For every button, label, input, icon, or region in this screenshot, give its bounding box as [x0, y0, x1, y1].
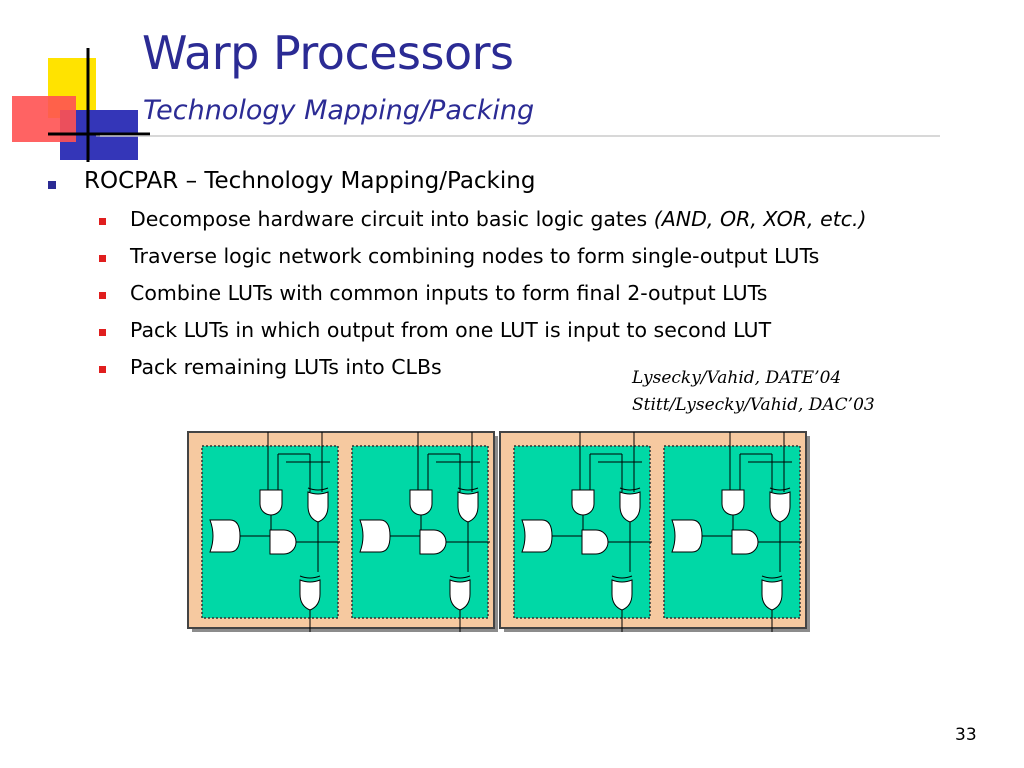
sub-bullet-2: Traverse logic network combining nodes t… [130, 244, 820, 268]
sub-bullet-3: Combine LUTs with common inputs to form … [130, 281, 768, 305]
sub-bullet-marker [99, 255, 106, 262]
clb-packing-diagram [187, 431, 810, 633]
citation-1: Lysecky/Vahid, DATE’04 [632, 368, 842, 388]
sub-bullet-marker [99, 218, 106, 225]
sub-bullet-marker [99, 366, 106, 373]
corner-decoration [12, 48, 150, 162]
bullet-marker [48, 181, 56, 189]
slide-subtitle: Technology Mapping/Packing [143, 95, 535, 126]
sub-bullet-5: Pack remaining LUTs into CLBs [130, 355, 442, 379]
sub-bullet-marker [99, 329, 106, 336]
sub-bullet-marker [99, 292, 106, 299]
title-rule [100, 135, 940, 137]
main-bullet: ROCPAR – Technology Mapping/Packing [84, 168, 536, 194]
citation-2: Stitt/Lysecky/Vahid, DAC’03 [632, 395, 875, 415]
slide-title: Warp Processors [142, 26, 514, 80]
sub-bullet-4: Pack LUTs in which output from one LUT i… [130, 318, 772, 342]
page-number: 33 [955, 725, 977, 745]
sub-bullet-1: Decompose hardware circuit into basic lo… [130, 207, 867, 231]
